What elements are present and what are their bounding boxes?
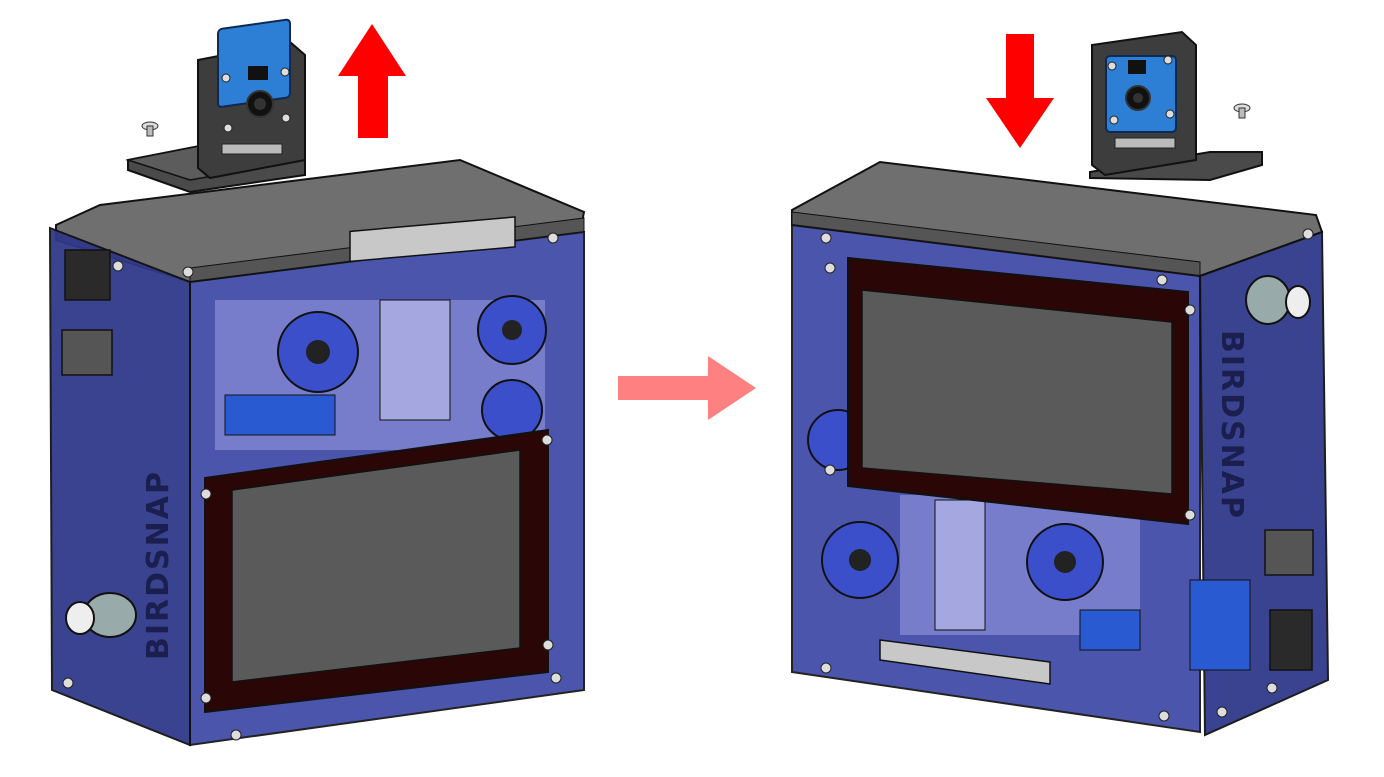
loose-screw-icon xyxy=(141,121,159,137)
right-display xyxy=(824,256,1196,526)
step-arrow-right-icon xyxy=(618,356,756,420)
left-side-button-icon xyxy=(65,592,137,638)
loose-screw-icon xyxy=(1233,103,1251,119)
left-brand-label: BIRDSNAP xyxy=(141,470,176,660)
left-camera-module xyxy=(125,18,306,194)
left-internal-components xyxy=(215,216,547,450)
insert-arrow-down-icon xyxy=(986,34,1054,148)
right-side-button-icon xyxy=(1245,275,1311,325)
right-assembly: BIRDSNAP xyxy=(791,30,1330,737)
left-display xyxy=(200,428,554,714)
right-brand-label: BIRDSNAP xyxy=(1214,330,1249,520)
right-camera-module xyxy=(1089,30,1263,182)
right-internal-components xyxy=(807,409,1251,685)
lift-arrow-up-icon xyxy=(338,24,406,138)
left-assembly: BIRDSNAP xyxy=(48,18,586,747)
